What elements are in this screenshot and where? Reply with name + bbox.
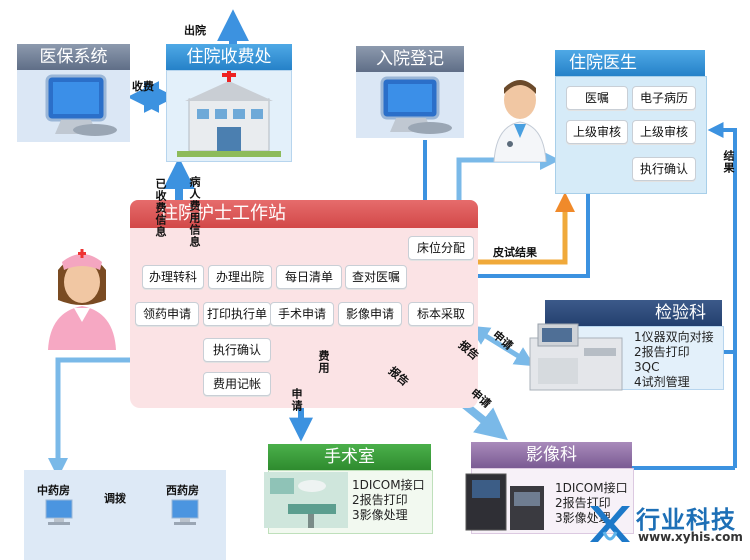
charged-info-label: 已收费信息	[154, 178, 167, 238]
nurse-exec-confirm-button[interactable]: 执行确认	[203, 338, 271, 362]
billing-header: 住院收费处	[166, 44, 292, 70]
print-exec-button[interactable]: 打印执行单	[203, 302, 271, 326]
surgery-feature-list: 1DICOM接口 2报告打印 3影像处理	[352, 478, 425, 522]
fee-label: 费用	[317, 350, 330, 374]
imaging-scanner-icon	[465, 473, 544, 531]
apply-lab-label: 申请	[490, 328, 516, 353]
emr-button[interactable]: 电子病历	[632, 86, 696, 110]
brand-logo-icon	[590, 506, 630, 542]
skin-test-result-label: 皮试结果	[493, 246, 537, 259]
brand-name: 行业科技	[636, 506, 736, 534]
brand-logo	[586, 502, 634, 550]
chinese-pharmacy-label: 中药房	[37, 484, 70, 497]
billing-panel	[166, 68, 292, 162]
lab-feature-list: 1仪器双向对接 2报告打印 3QC 4试剂管理	[634, 330, 714, 389]
discharge-button[interactable]: 办理出院	[208, 265, 272, 289]
medical-insurance-header: 医保系统	[17, 44, 130, 70]
apply-surgery-label: 申请	[290, 388, 303, 412]
brand-url: www.xyhis.com	[638, 530, 743, 544]
fee-record-button[interactable]: 费用记帐	[203, 372, 271, 396]
daily-list-button[interactable]: 每日清单	[276, 265, 342, 289]
patient-fee-info-label: 病人费用信息	[188, 176, 201, 248]
arrow-result	[707, 122, 737, 468]
lab-analyzer-icon	[529, 323, 623, 391]
dispense-button[interactable]: 领药申请	[135, 302, 199, 326]
lab-header: 检验科	[545, 300, 722, 326]
computer-icon	[45, 499, 73, 525]
surgery-apply-button[interactable]: 手术申请	[270, 302, 334, 326]
medical-insurance-panel	[17, 70, 130, 142]
arrow-pharmacy	[48, 357, 130, 478]
imaging-machine	[462, 472, 550, 532]
nurse-avatar-icon	[48, 249, 116, 350]
computer-icon	[380, 76, 452, 134]
computer-icon	[171, 499, 199, 525]
hospital-icon	[177, 68, 281, 157]
imaging-header: 影像科	[471, 442, 632, 468]
bed-assign-button[interactable]: 床位分配	[408, 236, 474, 260]
check-orders-button[interactable]: 查对医嘱	[345, 265, 407, 289]
sampling-button[interactable]: 标本采取	[408, 302, 474, 326]
chinese-pharmacy-computer	[44, 498, 74, 532]
transfer-label: 调拨	[104, 492, 126, 505]
doctor-header: 住院医生	[555, 50, 705, 76]
review-button-1[interactable]: 上级审核	[566, 120, 628, 144]
charge-label: 收费	[132, 80, 154, 93]
operating-room-icon	[264, 472, 348, 528]
doctor-figure	[488, 72, 552, 163]
transfer-button[interactable]: 办理转科	[142, 265, 204, 289]
review-button-2[interactable]: 上级审核	[632, 120, 696, 144]
lab-machine	[524, 318, 629, 394]
doctor-avatar-icon	[493, 80, 547, 163]
admission-panel	[356, 72, 464, 138]
imaging-apply-button[interactable]: 影像申请	[338, 302, 402, 326]
surgery-header: 手术室	[268, 444, 431, 470]
discharge-label: 出院	[184, 24, 206, 37]
nurse-figure	[40, 240, 124, 350]
admission-header: 入院登记	[356, 46, 464, 72]
surgery-photo	[264, 472, 348, 528]
computer-icon	[45, 74, 117, 136]
western-pharmacy-computer	[170, 498, 200, 532]
western-pharmacy-label: 西药房	[166, 484, 199, 497]
orders-button[interactable]: 医嘱	[566, 86, 628, 110]
result-label: 结果	[722, 150, 735, 174]
doctor-exec-confirm-button[interactable]: 执行确认	[632, 157, 696, 181]
